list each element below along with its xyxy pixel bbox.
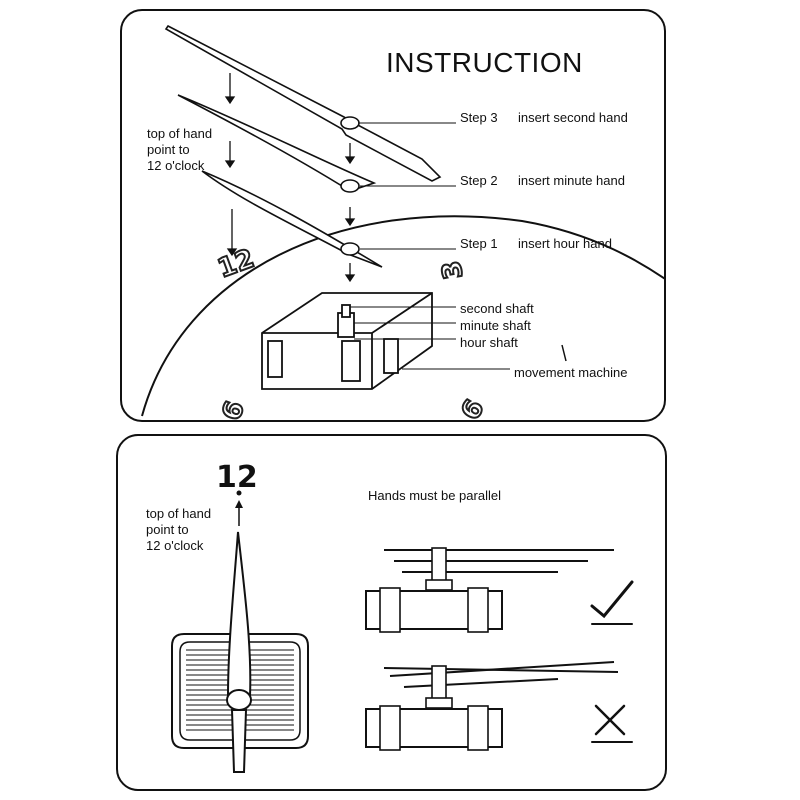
cross-mark-icon xyxy=(591,704,633,743)
insertion-arrows xyxy=(224,73,356,283)
bottom-note-line-3: 12 o'clock xyxy=(146,538,204,553)
minute-hand-hub xyxy=(340,179,360,193)
minute-shaft-label: minute shaft xyxy=(460,318,531,333)
hand-hub xyxy=(226,689,252,711)
step-leader-lines xyxy=(358,122,456,250)
second-shaft-label: second shaft xyxy=(460,301,534,316)
page-title: INSTRUCTION xyxy=(386,47,583,78)
note-line-2: point to xyxy=(147,142,190,157)
clock-dial-outline xyxy=(141,215,664,417)
minute-hand xyxy=(177,94,377,192)
hour-shaft-label: hour shaft xyxy=(460,335,518,350)
parallel-caption: Hands must be parallel xyxy=(368,488,501,503)
hour-hand xyxy=(201,170,383,268)
hour-hand-hub xyxy=(340,242,360,256)
movement-machine xyxy=(261,292,433,390)
step-3-text: insert second hand xyxy=(518,110,628,125)
bottom-note-line-2: point to xyxy=(146,522,189,537)
step-2-label: Step 2 xyxy=(460,173,498,188)
step-1-label: Step 1 xyxy=(460,236,498,251)
step-1-text: insert hour hand xyxy=(518,236,612,251)
bottom-note: top of hand point to 12 o'clock xyxy=(146,506,211,554)
twelve-dot xyxy=(236,490,242,496)
vertical-hand xyxy=(226,531,252,697)
note-line-1: top of hand xyxy=(147,126,213,141)
dial-tick xyxy=(561,344,567,362)
step-3-label: Step 3 xyxy=(460,110,498,125)
check-mark-icon xyxy=(590,580,634,625)
alignment-diagram xyxy=(171,490,634,773)
bottom-note-line-1: top of hand xyxy=(146,506,212,521)
second-hand-hub xyxy=(340,116,360,130)
hand-tail xyxy=(230,709,248,773)
wrong-alignment-view xyxy=(365,661,619,751)
alignment-panel: 12 top of hand point to 12 o'clock Hands… xyxy=(116,434,667,791)
top-of-hand-note: top of hand point to 12 o'clock xyxy=(147,126,212,174)
assembly-diagram xyxy=(141,24,664,417)
instruction-panel: INSTRUCTION top of hand point to 12 o'cl… xyxy=(120,9,666,422)
correct-alignment-view xyxy=(365,547,614,633)
movement-machine-label: movement machine xyxy=(514,365,628,380)
step-2-text: insert minute hand xyxy=(518,173,625,188)
note-line-3: 12 o'clock xyxy=(147,158,205,173)
part-leader-lines xyxy=(350,306,510,370)
twelve-marker: 12 xyxy=(216,460,258,495)
